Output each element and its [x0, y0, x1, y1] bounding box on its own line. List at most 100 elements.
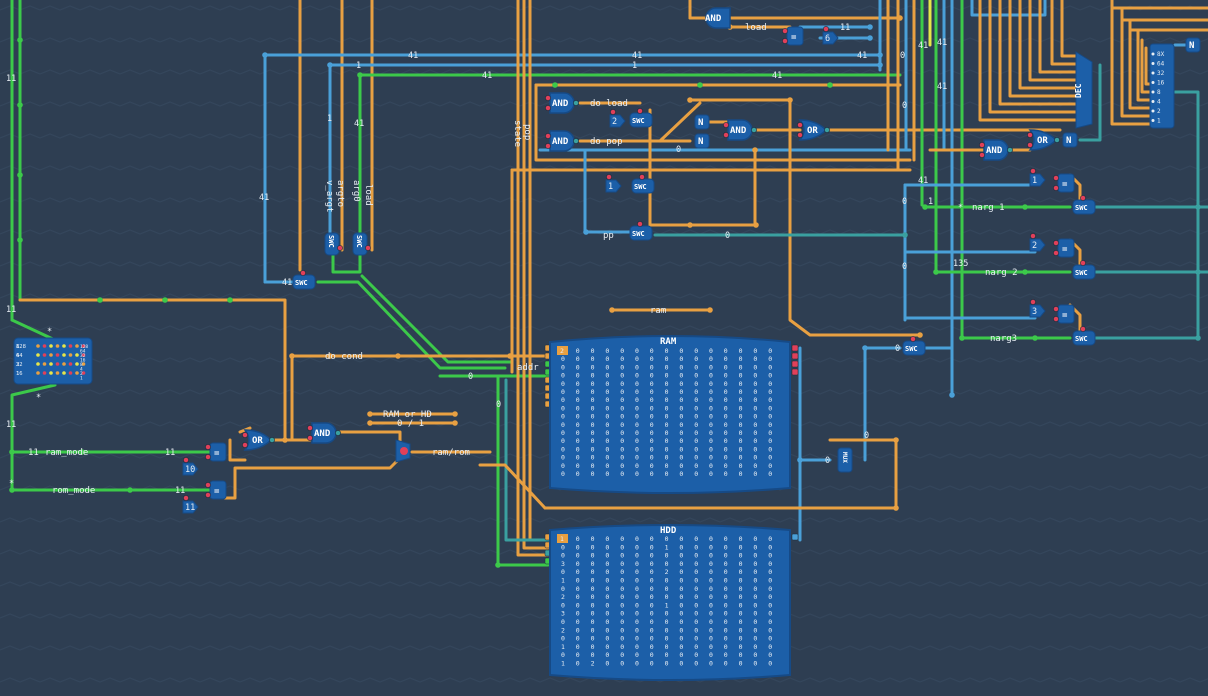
memory-cell: 0 — [650, 421, 654, 429]
junction-dot — [877, 52, 883, 58]
memory-cell: 0 — [635, 347, 639, 355]
not-gate-d[interactable]: N — [1185, 37, 1201, 53]
comparator-narg1[interactable]: = — [1053, 173, 1075, 193]
switch-narg2[interactable]: SWC — [1072, 260, 1096, 280]
switch-narg1[interactable]: SWC — [1072, 195, 1096, 215]
junction-dot — [327, 62, 333, 68]
switch-vertical-a[interactable]: SWC — [324, 232, 343, 256]
memory-cell: 0 — [753, 454, 757, 462]
wire-orange — [1144, 46, 1152, 86]
memory-cell: 0 — [694, 535, 698, 543]
ram-rom-selector[interactable] — [395, 439, 411, 463]
constant-narg2[interactable]: 2 — [1029, 233, 1046, 252]
not-gate-a[interactable]: N — [694, 114, 710, 130]
switch-narg3[interactable]: SWC — [1072, 326, 1096, 346]
comparator-label: = — [791, 33, 797, 43]
comparator-narg2[interactable]: = — [1053, 238, 1075, 258]
memory-cell: 0 — [635, 454, 639, 462]
memory-cell: 0 — [650, 626, 654, 634]
constant-10[interactable]: 10 — [182, 457, 199, 476]
junction-dot — [827, 82, 833, 88]
memory-cell: 0 — [768, 660, 772, 668]
or-gate-mid[interactable]: OR — [797, 119, 830, 141]
constant-1[interactable]: 1 — [605, 174, 622, 193]
mux-right[interactable]: MUX — [837, 447, 853, 473]
constant-6[interactable]: 6 — [822, 26, 839, 45]
memory-cell: 0 — [665, 445, 669, 453]
switch-vertical-b[interactable]: SWC — [352, 232, 371, 256]
constant-narg3[interactable]: 3 — [1029, 299, 1046, 318]
memory-cell: 0 — [724, 568, 728, 576]
memory-cell: 0 — [620, 651, 624, 659]
memory-cell: 0 — [694, 437, 698, 445]
memory-cell: 0 — [635, 543, 639, 551]
memory-cell: 0 — [724, 429, 728, 437]
label-n11-ram-mode: 11 — [28, 448, 39, 458]
and-gate-top[interactable]: AND — [705, 7, 731, 29]
memory-cell: 0 — [665, 462, 669, 470]
not-gate-c[interactable]: N — [1062, 132, 1078, 148]
switch-a[interactable]: SWC — [629, 108, 653, 128]
or-gate-right[interactable]: OR — [1027, 129, 1060, 151]
and-gate-bottom[interactable]: AND — [307, 422, 341, 444]
memory-cell: 0 — [650, 429, 654, 437]
junction-dot — [877, 62, 883, 68]
wire-orange — [1050, 0, 1080, 66]
memory-cell: 0 — [591, 568, 595, 576]
bit-label: 32 — [1157, 70, 1165, 77]
or-gate-bottom[interactable]: OR — [242, 429, 275, 451]
wire-value-label: 1 — [327, 114, 332, 124]
memory-cell: 0 — [709, 429, 713, 437]
memory-cell: 0 — [561, 380, 565, 388]
memory-cell: 0 — [739, 372, 743, 380]
label-v-state: state — [512, 120, 522, 147]
memory-cell: 0 — [576, 568, 580, 576]
splitter-bit — [68, 371, 73, 375]
comparator-top[interactable]: = — [782, 26, 804, 46]
splitter-bit — [49, 353, 53, 357]
switch-right[interactable]: SWC — [902, 336, 926, 356]
memory-cell: 0 — [576, 577, 580, 585]
constant-value: 1 — [608, 182, 613, 192]
decoder[interactable]: DEC — [1074, 51, 1093, 129]
comparator-ram-mode[interactable]: = — [205, 442, 227, 462]
and-gate-do-pop[interactable]: AND — [545, 130, 579, 152]
junction-dot — [609, 307, 615, 313]
and-gate-right[interactable]: AND — [979, 139, 1013, 161]
and-gate-do-load[interactable]: AND — [545, 92, 579, 114]
comparator-narg3[interactable]: = — [1053, 304, 1075, 324]
label-v-arg0: arg0 — [351, 180, 361, 202]
memory-cell: 0 — [679, 610, 683, 618]
splitter-bit — [36, 353, 40, 357]
memory-cell: 0 — [739, 610, 743, 618]
not-gate-b[interactable]: N — [694, 133, 710, 149]
splitter-bit — [62, 371, 66, 375]
memory-cell: 0 — [665, 429, 669, 437]
constant-11[interactable]: 11 — [182, 495, 199, 514]
memory-cell: 0 — [605, 454, 609, 462]
constant-2[interactable]: 2 — [609, 109, 626, 128]
constant-narg1[interactable]: 1 — [1029, 168, 1046, 187]
memory-cell: 0 — [709, 445, 713, 453]
wire-orange — [1128, 18, 1152, 110]
and-gate-label: AND — [314, 429, 331, 439]
memory-cell: 0 — [724, 462, 728, 470]
memory-cell: 0 — [724, 577, 728, 585]
and-gate-mid[interactable]: AND — [723, 119, 757, 141]
splitter-bit — [49, 344, 53, 348]
memory-cell: 0 — [768, 560, 772, 568]
junction-dot — [552, 82, 558, 88]
memory-cell: 0 — [694, 372, 698, 380]
switch-main[interactable]: SWC — [292, 270, 316, 290]
memory-cell: 0 — [753, 618, 757, 626]
switch-b[interactable]: SWC — [631, 174, 655, 194]
comparator-rom-mode[interactable]: = — [205, 480, 227, 500]
switch-c[interactable]: SWC — [629, 221, 653, 241]
memory-cell: 0 — [739, 585, 743, 593]
label-v-load: load — [363, 184, 373, 206]
